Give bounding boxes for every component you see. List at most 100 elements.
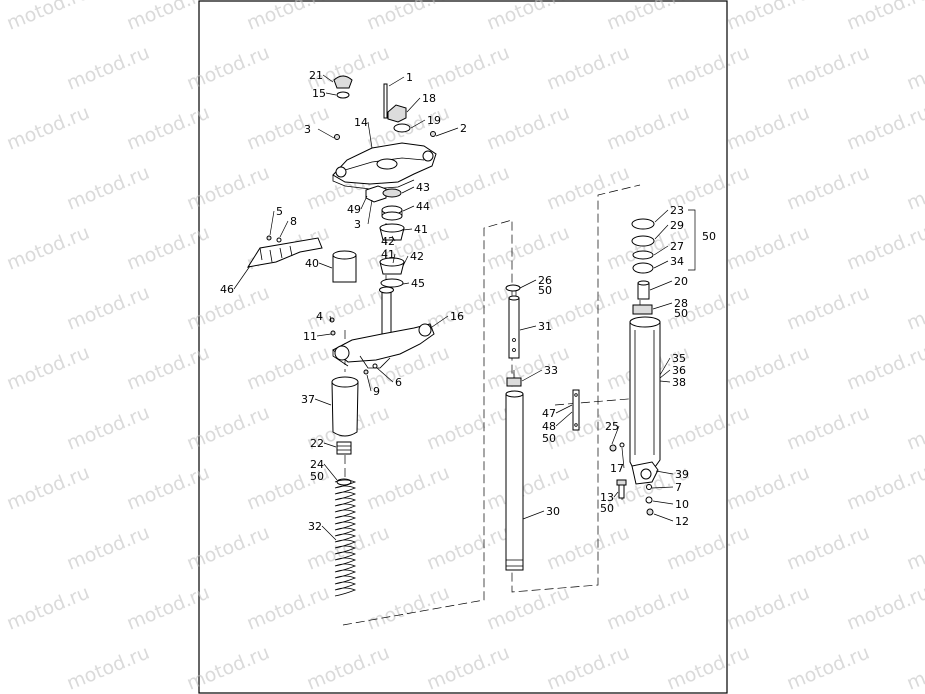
bolt-13 [616,479,627,499]
leader-16 [431,315,449,328]
leader-10 [652,500,674,505]
washer [336,91,350,99]
leader-15 [325,92,337,96]
axle-clamp-39 [631,461,659,485]
washer-6 [372,363,378,369]
leader-34 [653,260,669,269]
leader-20 [649,280,673,291]
leader-28 [652,302,673,310]
lower-bracket [332,323,435,369]
bushing-20 [637,280,650,300]
leader-42 [402,255,409,267]
leader-11 [316,333,332,337]
callout-13: 13 [600,491,614,504]
cap-nut [333,75,353,89]
callout-labels: 1233456789101112131415161718192021222324… [220,69,716,533]
washer-10 [645,496,653,504]
callout-23: 23 [670,204,684,217]
watermark-text: motod.ru [904,522,925,575]
watermark-text: motod.ru [64,642,153,694]
leader-6 [376,367,394,383]
callout-3: 3 [354,218,361,231]
leader-47 [555,404,573,414]
watermark-text: motod.ru [64,522,153,575]
callout-4: 4 [316,310,323,323]
callout-16: 16 [450,310,464,323]
callout-35: 35 [672,352,686,365]
watermark-text: motod.ru [724,582,813,635]
callout-47: 47 [542,407,556,420]
watermark-text: motod.ru [64,402,153,455]
callout-26: 26 [538,274,552,287]
upper-bracket [332,142,437,190]
callout-27: 27 [670,240,684,253]
watermark-text: motod.ru [904,42,925,95]
leader-37 [314,398,332,406]
callout-36: 36 [672,364,686,377]
leader-32 [321,525,337,541]
watermark-text: motod.ru [904,642,925,694]
leader-2 [435,127,459,137]
callout-42: 42 [381,235,395,248]
watermark-text: motod.ru [784,42,873,95]
callout-11: 11 [303,330,317,343]
leader-41 [402,228,413,231]
screw-3 [334,134,340,140]
leader-49 [360,195,368,210]
leader-17 [621,447,625,469]
seal-stack [631,218,655,274]
callout-7: 7 [675,481,682,494]
watermark-text: motod.ru [64,282,153,335]
callout-50: 50 [310,470,324,483]
callout-12: 12 [675,515,689,528]
callout-46: 46 [220,283,234,296]
leader-41 [392,253,396,264]
watermark-text: motod.ru [4,342,93,395]
callout-2: 2 [460,122,467,135]
leader-24 [323,463,338,481]
slider-tube [629,316,661,475]
steering-stem [381,289,392,339]
callout-5: 5 [276,205,283,218]
leader-12 [653,513,674,522]
callout-22: 22 [310,437,324,450]
leader-23 [654,209,669,223]
watermark-text: motod.ru [904,282,925,335]
callout-49: 49 [347,203,361,216]
guard-plate [246,237,323,268]
group-bracket [688,209,696,271]
leader-38 [659,380,671,383]
callout-34: 34 [670,255,684,268]
damper-rod [508,295,520,359]
leader-7 [651,486,674,489]
callout-40: 40 [305,257,319,270]
piston-ring-33 [506,377,522,387]
callout-6: 6 [395,376,402,389]
watermark-text: motod.ru [4,102,93,155]
watermark-text: motod.ru [724,342,813,395]
watermark-text: motod.ru [844,342,925,395]
stem-top [379,286,394,294]
watermark-text: motod.ru [844,0,925,35]
leader-29 [654,224,669,240]
washer-7 [646,484,652,490]
leader-30 [522,510,545,520]
callout-18: 18 [422,92,436,105]
callout-15: 15 [312,87,326,100]
leader-39 [655,470,674,475]
callout-41: 41 [381,248,395,261]
leader-45 [402,282,410,285]
nut-18 [387,104,407,123]
leader-44 [402,205,415,212]
leader-14 [367,121,373,149]
callout-30: 30 [546,505,560,518]
callout-42: 42 [410,250,424,263]
watermark-text: motod.ru [904,402,925,455]
leader-40 [318,262,333,269]
screw-2 [430,131,436,137]
leader-43 [401,186,415,194]
callout-39: 39 [675,468,689,481]
callout-50: 50 [538,284,552,297]
washer-28 [632,304,653,315]
callout-17: 17 [610,462,624,475]
